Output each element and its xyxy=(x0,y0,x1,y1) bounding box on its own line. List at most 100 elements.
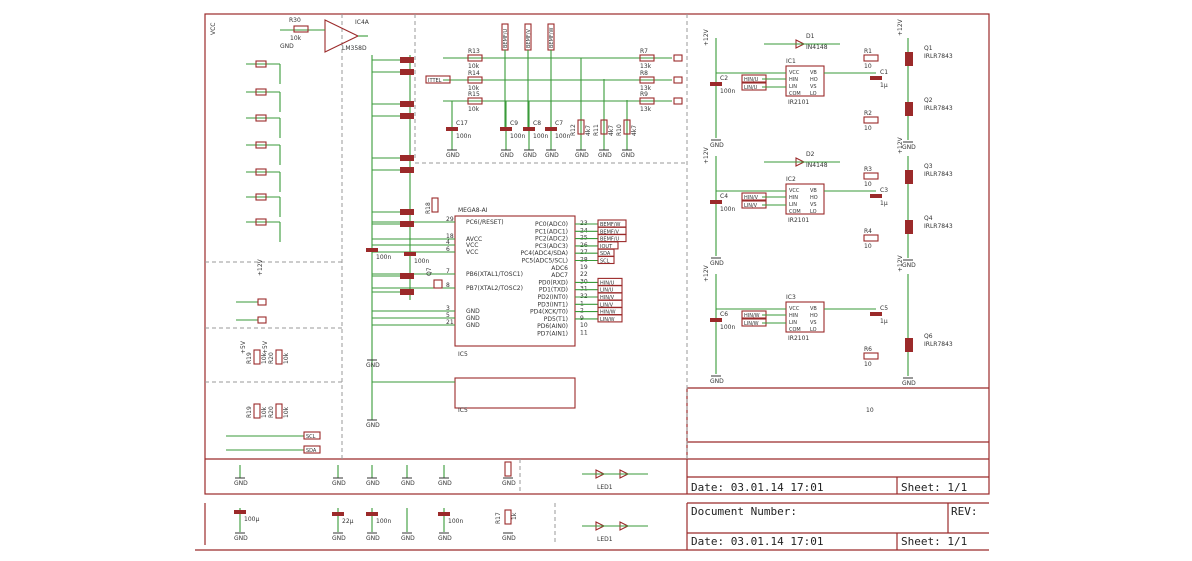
res-ref: R10 xyxy=(616,124,623,136)
capacitor xyxy=(400,273,414,279)
resistor xyxy=(431,197,439,213)
net-label xyxy=(425,75,451,84)
mcu-right-pin: PD0(RXD) xyxy=(538,279,568,286)
net-label-text: LIN/U xyxy=(600,288,614,294)
capacitor xyxy=(710,200,722,204)
driver-pin-right: VS xyxy=(810,84,817,90)
diode-part: IN4148 xyxy=(806,162,828,169)
mcu-right-pin-number: 22 xyxy=(580,271,588,278)
net-label-text: HIN/W xyxy=(744,313,760,319)
sheet-frame xyxy=(195,13,990,551)
mcu-left-pin-number: 4 xyxy=(446,239,450,246)
phase-connector xyxy=(673,97,683,105)
mcu-right-pin: PD4(XCK/T0) xyxy=(530,309,568,316)
mcu-right-pin: PC3(ADC3) xyxy=(535,243,568,250)
mcu-left-pin-number: 8 xyxy=(446,282,450,289)
driver-pin-left: COM xyxy=(789,209,801,215)
led-ref: LED1 xyxy=(597,536,613,543)
cap-value: 100n xyxy=(533,133,548,140)
res-ref: R11 xyxy=(593,124,600,136)
svg-text:IC5: IC5 xyxy=(458,407,468,414)
net-label-text: LIN/W xyxy=(744,321,759,327)
driver-pin-right: HO xyxy=(810,195,818,201)
resistor xyxy=(639,54,655,62)
driver-ref: IC1 xyxy=(786,58,796,65)
cap-ref: C8 xyxy=(533,120,541,127)
res-ref: R18 xyxy=(425,202,432,214)
sheet-label-2: Sheet: 1/1 xyxy=(901,535,967,548)
mcu-left-pin-number: 3 xyxy=(446,305,450,312)
mcu-left-pin: VCC xyxy=(466,242,478,249)
cap-value: 1µ xyxy=(880,200,888,207)
res-value: 10 xyxy=(864,361,872,368)
gnd-label: GND xyxy=(234,535,248,542)
res-ref: R12 xyxy=(570,124,577,136)
gnd-label: GND xyxy=(502,480,516,487)
resistor xyxy=(577,119,585,135)
mcu-right-pin: PD7(AIN1) xyxy=(537,331,568,338)
resistor xyxy=(863,172,879,180)
mcu-name: MEGA8-AI xyxy=(458,207,488,214)
mcu-left-pin-number: 29 xyxy=(446,216,454,223)
phase-connector xyxy=(673,54,683,62)
net-label-text: BEMF/V xyxy=(600,229,619,235)
driver-pin-right: LO xyxy=(810,209,817,215)
driver-ic xyxy=(785,65,825,97)
gnd-label: GND xyxy=(234,480,248,487)
svg-text:10k: 10k xyxy=(290,35,302,42)
mcu-left-pin: PB7(XTAL2/TOSC2) xyxy=(466,285,523,292)
driver-pin-right: VS xyxy=(810,202,817,208)
driver-ref: IC3 xyxy=(786,294,796,301)
res-value: 1k xyxy=(511,512,518,520)
gnd-label: GND xyxy=(438,480,452,487)
mcu-right-pin: PD1(TXD) xyxy=(539,287,568,294)
diode-ref: D2 xyxy=(806,151,815,158)
gnd-label: GND xyxy=(575,152,589,159)
crystal-ref: Q7 xyxy=(426,267,433,276)
svg-text:10: 10 xyxy=(866,407,874,414)
gnd-label: GND xyxy=(401,480,415,487)
resistor xyxy=(253,349,261,365)
res-value: 13k xyxy=(640,63,652,70)
res-ref: R1 xyxy=(864,48,872,55)
mosfet-high xyxy=(905,170,913,184)
mcu-right-pin: PC4(ADC4/SDA) xyxy=(521,250,569,257)
mcu-left-pin-number: 6 xyxy=(446,246,450,253)
svg-text:IC4A: IC4A xyxy=(355,19,370,26)
mcu-left-pin: PB6(XTAL1/TOSC1) xyxy=(466,271,523,278)
net-label-text: ITTEL xyxy=(428,78,442,84)
bemf-label-text: BEMF/W xyxy=(549,28,555,48)
driver-pin-left: LIN xyxy=(789,320,797,326)
gnd-label: GND xyxy=(902,380,916,387)
driver-pin-left: LIN xyxy=(789,202,797,208)
resistor xyxy=(504,509,512,525)
res-ref: R6 xyxy=(864,346,872,353)
net-label xyxy=(303,431,321,440)
resistor xyxy=(467,54,483,62)
gnd-label: GND xyxy=(902,262,916,269)
gnd-label: GND xyxy=(332,535,346,542)
capacitor xyxy=(400,155,414,161)
net-label-text: SDA xyxy=(600,251,611,257)
v12-label: +12V xyxy=(257,258,264,276)
phase-connector xyxy=(673,76,683,84)
res-value: 10k xyxy=(468,106,480,113)
cap-ref: C2 xyxy=(720,75,728,82)
cap-value: 22µ xyxy=(342,518,354,525)
mcu-right-pin: PC2(ADC2) xyxy=(535,236,568,243)
title-block: Date: 03.01.14 17:01 Sheet: 1/1 Document… xyxy=(691,407,978,548)
net-label-text: LIN/V xyxy=(600,302,614,308)
res-ref: R19 xyxy=(246,352,253,364)
net-label-text: LIN/V xyxy=(744,203,758,209)
v5-label: +5V xyxy=(240,340,247,354)
res-ref: R20 xyxy=(268,406,275,418)
mosfet-low xyxy=(905,102,913,116)
mosfet-ref: Q4 xyxy=(924,215,933,222)
net-label xyxy=(597,255,615,265)
res-value: 10 xyxy=(864,181,872,188)
gnd-label: GND xyxy=(366,422,380,429)
res-ref: R7 xyxy=(640,48,648,55)
mcu-right-pin: PD3(INT1) xyxy=(538,301,568,308)
capacitor xyxy=(545,127,557,131)
